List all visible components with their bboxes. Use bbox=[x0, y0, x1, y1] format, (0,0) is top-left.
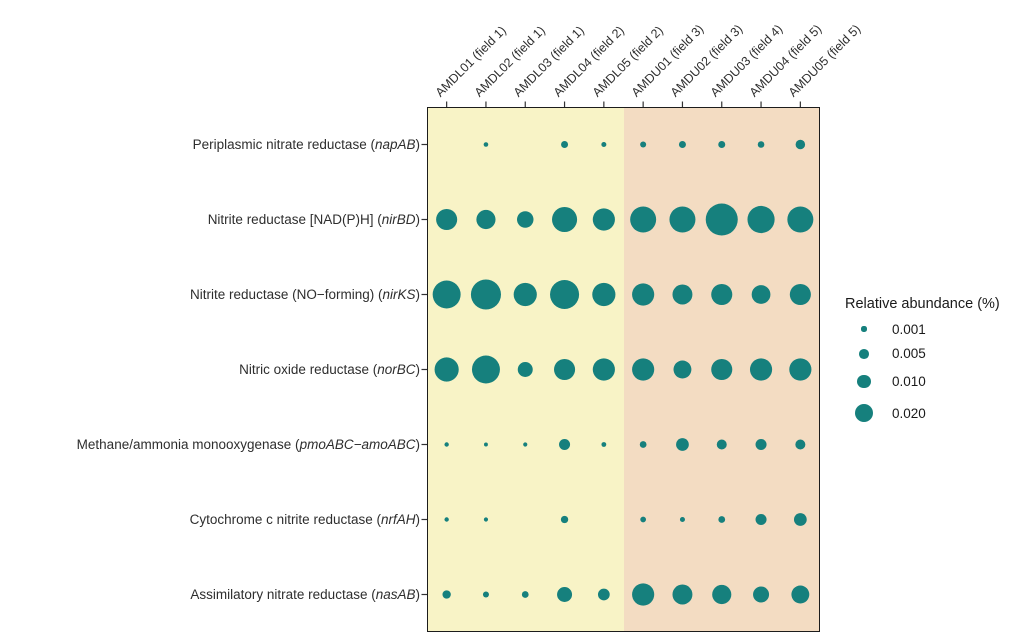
legend-size-dot-icon bbox=[857, 374, 871, 389]
panel-background-amdl bbox=[428, 108, 624, 631]
legend-items: 0.001 0.005 0.010 0.020 bbox=[845, 317, 1015, 430]
legend-size-dot-icon bbox=[861, 326, 867, 332]
legend-key bbox=[845, 326, 883, 332]
legend-value: 0.001 bbox=[892, 321, 926, 337]
legend-item: 0.005 bbox=[845, 341, 1015, 367]
legend-size-dot-icon bbox=[854, 404, 874, 423]
legend-key bbox=[845, 349, 883, 359]
gene-name: nirBD bbox=[381, 211, 416, 227]
y-axis-label: Nitric oxide reductase (norBC) bbox=[239, 361, 420, 377]
y-axis-label: Nitrite reductase [NAD(P)H] (nirBD) bbox=[207, 211, 420, 227]
legend-item: 0.010 bbox=[845, 367, 1015, 396]
legend-value: 0.010 bbox=[892, 373, 926, 389]
legend-value: 0.020 bbox=[892, 405, 926, 421]
gene-name: nrfAH bbox=[380, 511, 416, 527]
legend-title: Relative abundance (%) bbox=[845, 296, 1000, 312]
legend-item: 0.020 bbox=[845, 396, 1015, 430]
gene-name: pmoABC−amoABC bbox=[299, 436, 416, 452]
legend-value: 0.005 bbox=[892, 346, 926, 362]
gene-name: nirKS bbox=[382, 286, 416, 302]
panel-background-amdu bbox=[623, 108, 819, 631]
y-axis-label: Assimilatory nitrate reductase (nasAB) bbox=[190, 586, 420, 602]
y-axis-label: Cytochrome c nitrite reductase (nrfAH) bbox=[189, 511, 420, 527]
y-axis-label: Methane/ammonia monooxygenase (pmoABC−am… bbox=[76, 436, 420, 452]
legend-key bbox=[845, 404, 883, 423]
gene-name: norBC bbox=[377, 361, 416, 377]
legend-item: 0.001 bbox=[845, 317, 1015, 341]
gene-name: nasAB bbox=[375, 586, 416, 602]
y-axis-label: Periplasmic nitrate reductase (napAB) bbox=[192, 136, 420, 152]
legend-size-dot-icon bbox=[859, 349, 869, 359]
gene-name: napAB bbox=[374, 136, 416, 152]
y-axis-label: Nitrite reductase (NO−forming) (nirKS) bbox=[190, 286, 420, 302]
plot-area bbox=[427, 107, 820, 632]
legend-key bbox=[845, 374, 883, 389]
